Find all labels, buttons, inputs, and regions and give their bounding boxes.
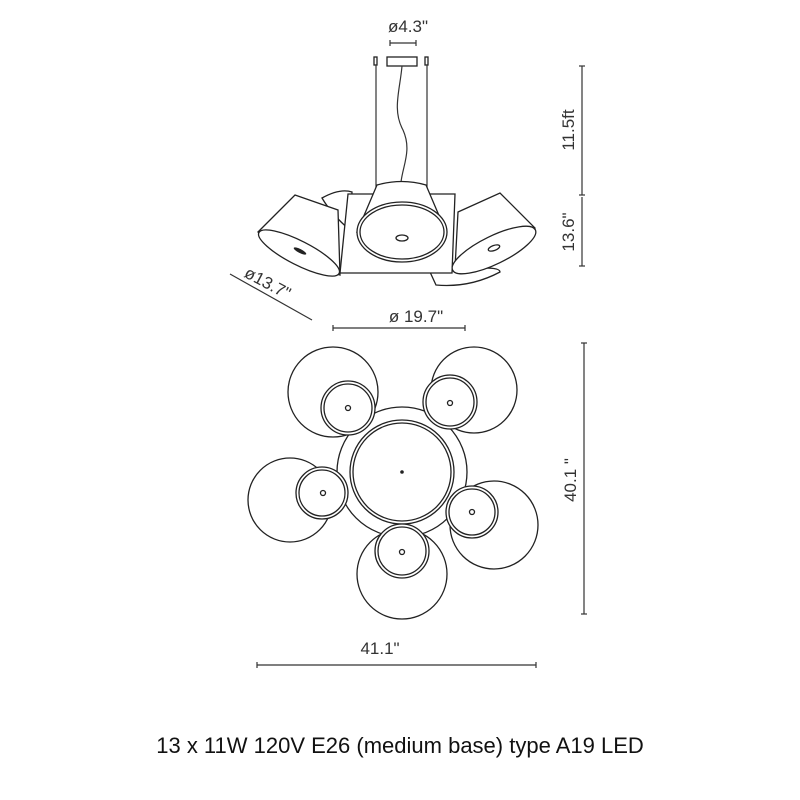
shade-diameter-label: ø13.7"	[241, 263, 294, 303]
depth-dimension-line	[581, 342, 587, 615]
shade-left	[257, 194, 341, 277]
cable-length-label: 11.5ft	[559, 109, 578, 151]
depth-label: 40.1 "	[561, 458, 580, 502]
shade-diameter-dimension-line	[229, 273, 313, 321]
top-view: 40.1 " 41.1"	[247, 342, 587, 668]
cable-length-dimension-line	[579, 65, 585, 196]
side-view: ø4.3"	[229, 17, 585, 331]
power-cord	[396, 65, 408, 183]
plate-diameter-label: ø 19.7"	[389, 307, 443, 326]
shade-right	[451, 192, 537, 275]
width-label: 41.1"	[360, 639, 399, 658]
canopy-diameter-label: ø4.3"	[388, 17, 428, 36]
height-dimension-line	[579, 197, 585, 267]
bulb-specification-caption: 13 x 11W 120V E26 (medium base) type A19…	[156, 733, 644, 758]
canopy	[386, 56, 418, 67]
width-dimension-line	[256, 662, 537, 668]
height-label: 13.6"	[559, 212, 578, 251]
cable-clip-right	[424, 56, 429, 66]
plate-diameter-dimension-line	[332, 325, 466, 331]
shade-opening	[295, 374, 499, 579]
cable-clip-left	[373, 56, 378, 66]
canopy-dimension-line	[389, 40, 417, 46]
shade-center	[356, 180, 448, 263]
